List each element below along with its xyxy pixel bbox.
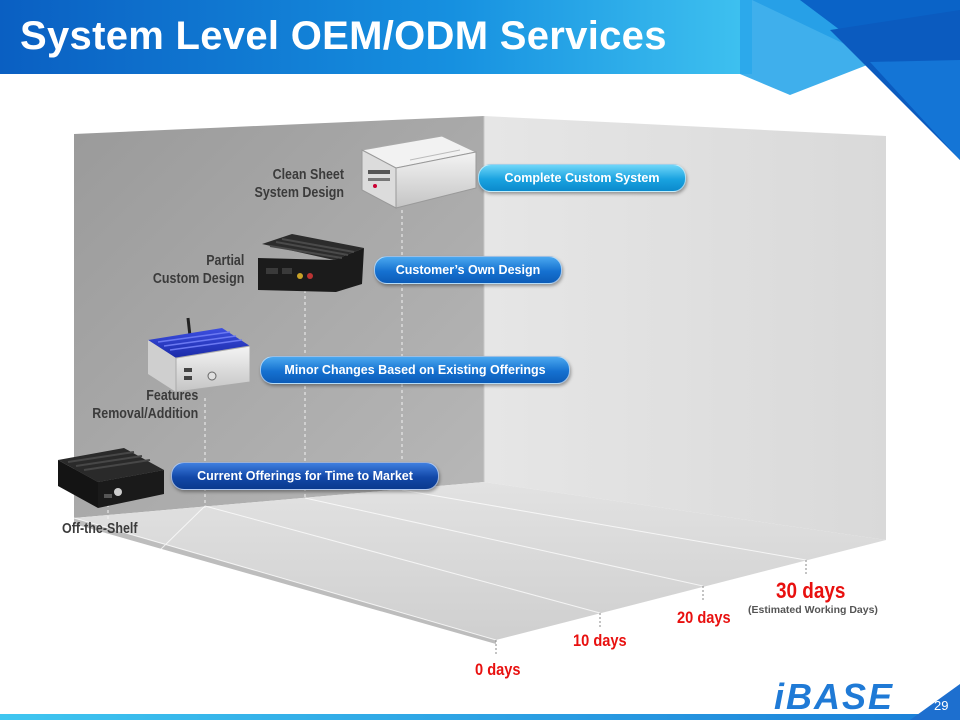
right-wall <box>484 116 886 540</box>
day-ticks <box>495 560 807 656</box>
page-number: 29 <box>934 698 949 713</box>
service-minor-changes: Minor Changes Based on Existing Offering… <box>260 356 570 384</box>
floor-front <box>74 518 496 644</box>
day-marker-30: 30 days <box>776 578 846 603</box>
rack-server-icon <box>360 135 478 209</box>
day-marker-20: 20 days <box>677 608 731 627</box>
back-wall <box>74 116 484 518</box>
footer-corner <box>910 684 960 720</box>
fanless-box-pc-icon <box>258 234 364 292</box>
floor-grid <box>73 489 807 641</box>
service-customers-own-design: Customer’s Own Design <box>374 256 562 284</box>
footer-bar <box>0 714 960 720</box>
blue-heatsink-box-pc-icon <box>148 317 251 393</box>
ibase-logo: iBASE <box>774 676 895 717</box>
banner-triangle-accent <box>870 60 960 160</box>
floor <box>74 482 886 640</box>
service-complete-custom-system: Complete Custom System <box>478 164 686 192</box>
tier-label-off-the-shelf: Off-the-Shelf <box>62 521 138 537</box>
banner-triangle-light <box>740 0 880 95</box>
title-banner <box>0 0 752 74</box>
day-marker-10: 10 days <box>573 631 627 650</box>
service-current-offerings: Current Offerings for Time to Market <box>171 462 439 490</box>
page-title: System Level OEM/ODM Services <box>20 14 667 58</box>
compact-box-pc-icon <box>58 448 164 508</box>
day-marker-0: 0 days <box>475 660 521 679</box>
estimated-working-days-note: (Estimated Working Days) <box>748 604 878 616</box>
